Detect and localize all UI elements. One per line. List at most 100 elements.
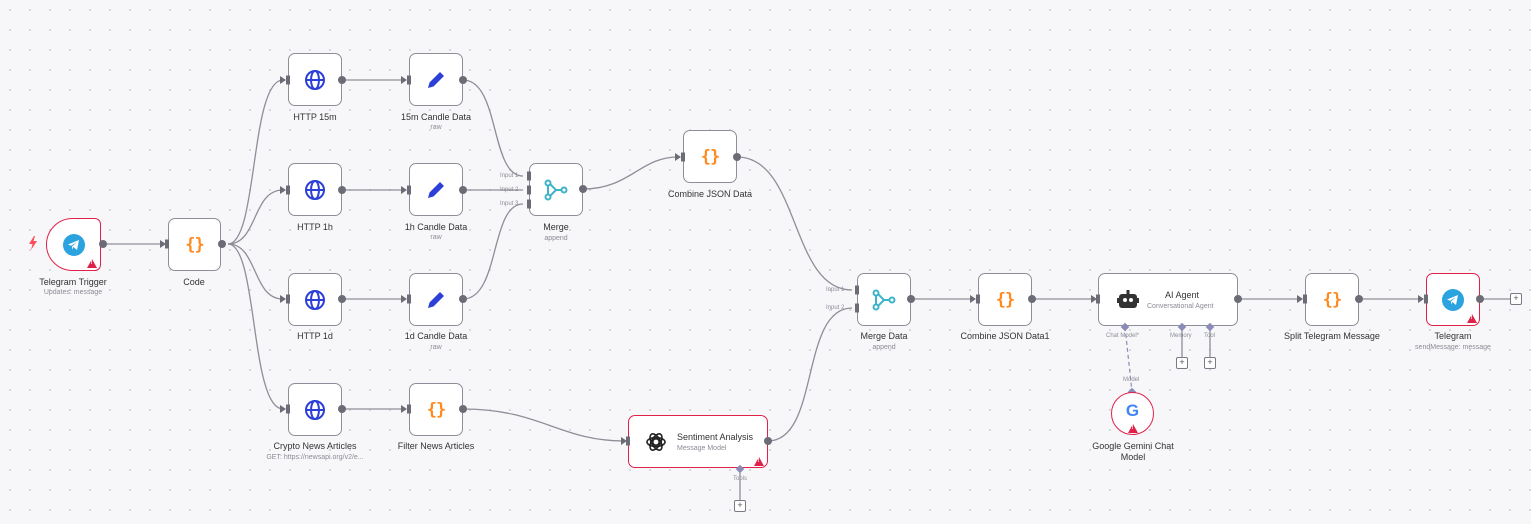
output-port[interactable]: [907, 295, 915, 303]
node-filter-news[interactable]: {}: [409, 383, 463, 436]
port-label: Tools: [733, 476, 748, 482]
input-port-1[interactable]: [527, 171, 531, 181]
node-subtitle: Message Model: [677, 445, 727, 452]
input-port[interactable]: [1424, 294, 1428, 304]
port-label: Memory: [1170, 333, 1192, 339]
node-subtitle: append: [872, 344, 896, 351]
globe-icon: [304, 179, 326, 201]
node-candle-15m[interactable]: [409, 53, 463, 106]
input-label: Input 3: [500, 201, 519, 207]
warning-icon: [1467, 314, 1477, 323]
node-http-1h[interactable]: [288, 163, 342, 216]
arrow-agent: [1091, 295, 1097, 303]
edge-candle1d-merge: [462, 203, 524, 300]
node-label: Combine JSON Data: [667, 189, 753, 199]
node-code[interactable]: {}: [168, 218, 221, 271]
node-candle-1d[interactable]: [409, 273, 463, 326]
port-label: Tool: [1204, 333, 1216, 339]
input-port-1[interactable]: [855, 285, 859, 295]
add-tool-button[interactable]: +: [734, 500, 746, 512]
node-http-15m[interactable]: [288, 53, 342, 106]
input-port[interactable]: [976, 294, 980, 304]
arrow-candle1d: [401, 295, 407, 303]
node-crypto-news[interactable]: [288, 383, 342, 436]
input-port[interactable]: [407, 404, 411, 414]
node-http-1d[interactable]: [288, 273, 342, 326]
trigger-bolt-icon: [29, 236, 37, 250]
add-tool-button[interactable]: +: [1204, 357, 1216, 369]
robot-icon: [1117, 290, 1139, 315]
node-split-telegram[interactable]: {}: [1305, 273, 1359, 326]
input-port-2[interactable]: [527, 185, 531, 195]
input-port-2[interactable]: [855, 303, 859, 313]
output-port[interactable]: [764, 437, 772, 445]
output-port[interactable]: [338, 76, 346, 84]
input-port[interactable]: [286, 75, 290, 85]
node-label: 15m Candle Data: [400, 112, 472, 122]
node-google-gemini[interactable]: G: [1111, 392, 1154, 435]
input-port[interactable]: [165, 239, 169, 249]
node-label: Code: [183, 277, 205, 287]
input-port[interactable]: [286, 294, 290, 304]
input-port[interactable]: [681, 152, 685, 162]
output-port[interactable]: [459, 186, 467, 194]
node-merge[interactable]: [529, 163, 583, 216]
arrow-telegram: [1418, 295, 1424, 303]
node-label: HTTP 1h: [297, 222, 333, 232]
output-port[interactable]: [459, 405, 467, 413]
arrow-candle1h: [401, 186, 407, 194]
output-port[interactable]: [99, 240, 107, 248]
output-port[interactable]: [338, 186, 346, 194]
pencil-icon: [425, 69, 447, 91]
add-memory-button[interactable]: +: [1176, 357, 1188, 369]
input-label: Input 2: [826, 305, 845, 311]
node-sentiment-analysis[interactable]: Sentiment Analysis Message Model: [628, 415, 768, 468]
output-port[interactable]: [459, 295, 467, 303]
node-subtitle: sendMessage: message: [1415, 344, 1491, 351]
input-port[interactable]: [286, 404, 290, 414]
node-subtitle: raw: [430, 344, 442, 351]
output-port[interactable]: [338, 295, 346, 303]
output-port[interactable]: [579, 185, 587, 193]
node-combine-json1[interactable]: {}: [978, 273, 1032, 326]
output-port[interactable]: [218, 240, 226, 248]
arrow-http1d: [280, 295, 286, 303]
output-port[interactable]: [1476, 295, 1484, 303]
node-combine-json[interactable]: {}: [683, 130, 737, 183]
node-label: Merge: [543, 222, 569, 232]
input-port[interactable]: [1303, 294, 1307, 304]
node-ai-agent[interactable]: AI Agent Conversational Agent: [1098, 273, 1238, 326]
node-telegram[interactable]: [1426, 273, 1480, 326]
input-port[interactable]: [407, 185, 411, 195]
output-port[interactable]: [733, 153, 741, 161]
code-braces-icon: {}: [426, 399, 447, 420]
output-port[interactable]: [338, 405, 346, 413]
node-subtitle: GET: https://newsapi.org/v2/e...: [266, 454, 364, 461]
code-braces-icon: {}: [1322, 289, 1343, 310]
edge-code-http15m: [227, 79, 284, 245]
input-port[interactable]: [626, 436, 630, 446]
node-label: Google Gemini Chat Model: [1092, 441, 1174, 462]
pencil-icon: [425, 289, 447, 311]
output-port[interactable]: [1234, 295, 1242, 303]
node-label: Filter News Articles: [397, 441, 475, 451]
node-merge-data[interactable]: [857, 273, 911, 326]
input-port[interactable]: [1096, 294, 1100, 304]
output-port[interactable]: [1355, 295, 1363, 303]
arrow-filter: [401, 405, 407, 413]
node-label: HTTP 15m: [293, 112, 337, 122]
node-candle-1h[interactable]: [409, 163, 463, 216]
input-port[interactable]: [407, 75, 411, 85]
input-port[interactable]: [407, 294, 411, 304]
node-telegram-trigger[interactable]: [46, 218, 101, 271]
input-port[interactable]: [286, 185, 290, 195]
input-port-3[interactable]: [527, 199, 531, 209]
output-port[interactable]: [1028, 295, 1036, 303]
node-label: Sentiment Analysis: [677, 432, 754, 442]
edge-code-http1d: [227, 243, 284, 300]
input-label: Input 2: [500, 187, 519, 193]
add-node-button[interactable]: +: [1510, 293, 1522, 305]
edge-code-crypto: [227, 243, 284, 410]
output-port[interactable]: [459, 76, 467, 84]
